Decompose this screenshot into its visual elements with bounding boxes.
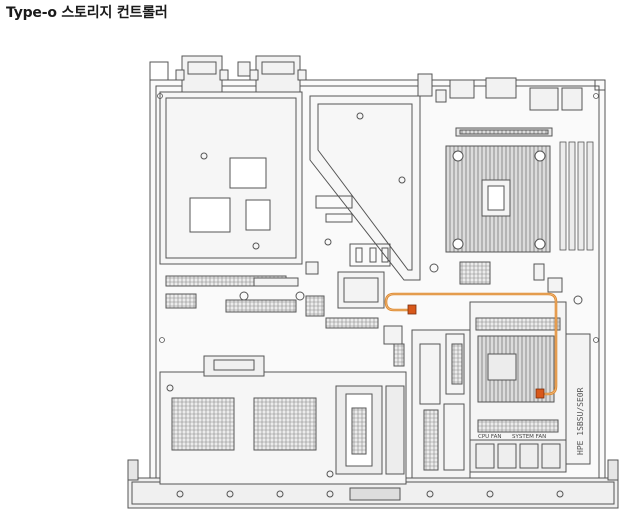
side-label-strip: [565, 333, 591, 465]
cpu-heatsink: [445, 145, 551, 253]
memory-slots-top: [455, 127, 553, 137]
riser-cage: [309, 95, 421, 281]
side-label: HPE 1SBSU/SE0R: [576, 387, 585, 455]
screws: [157, 93, 599, 343]
dimm-slots: [559, 141, 594, 251]
system-fan-label: SYSTEM FAN: [512, 434, 546, 440]
cpu-fan-label: CPU FAN: [478, 434, 501, 440]
cable-connector-controller: [535, 388, 545, 399]
storage-controller-module: [469, 301, 567, 473]
motherboard-components: [165, 261, 583, 367]
cable-connector-motherboard: [407, 304, 417, 315]
rear-io: [417, 73, 583, 111]
power-supply-handles: [175, 55, 307, 93]
storage-controller-cable: [384, 292, 558, 396]
front-bezel: [127, 459, 619, 509]
drive-cage: [159, 355, 407, 485]
page-title: Type-o 스토리지 컨트롤러: [6, 5, 168, 21]
middle-cage: [411, 329, 471, 479]
power-supply-bays: [159, 91, 303, 265]
